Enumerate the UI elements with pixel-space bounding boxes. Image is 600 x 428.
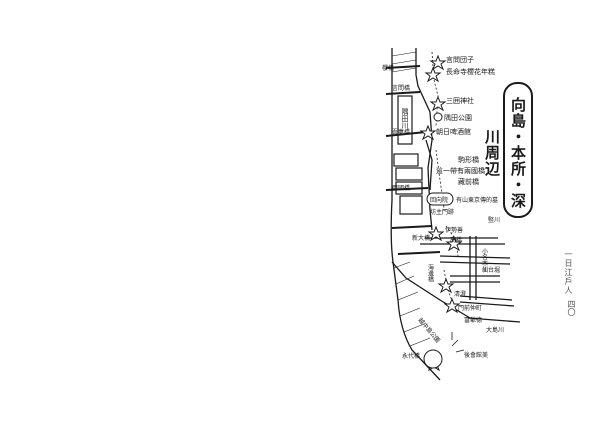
label-ekoin: 回向院 [430,196,448,204]
star-icon [419,124,437,141]
label-mimeguri: 三囲神社 [446,96,474,105]
label-chomeiji: 長命寺櫻花年糕 [446,67,495,76]
map-title: 向島・本所・深川周辺 [483,97,527,209]
page-number: 四〇 [567,300,576,316]
label-sumida-river: 隅田川 [401,107,409,129]
label-yamakyo: 有山東京傳的墓 [456,196,498,204]
map-title-box: 向島・本所・深川周辺 [483,82,533,218]
star-icon [427,225,445,242]
label-azuma-bridge: 吾妻橋 [392,128,410,136]
roads [420,139,521,323]
label-tategawa: 竪川 [488,217,500,224]
label-eitai-bridge: 永代橋 [402,352,420,360]
label-kototoi-bridge: 言問橋 [392,84,410,92]
star-icon [443,297,461,314]
label-kanagawa: 清澄 [454,290,466,298]
label-tomioka2: 富爺德 [464,316,482,324]
sight-markers [419,54,463,372]
bridges [385,65,441,255]
label-ryogoku-bridge: 兩國橋 [392,184,410,192]
label-monzen: 門前仲町 [458,304,482,312]
label-okawa: 大島川 [486,326,504,334]
label-shinohashi-bridge: 新大橋 [412,234,430,242]
label-chuo-park: 越中島公園 [416,316,441,344]
label-sumida-park: 隅田公園 [444,113,472,122]
sunburst [451,332,465,353]
label-kototoi-dango: 言問団子 [446,55,474,64]
label-sendai: 仙台堀 [482,266,500,274]
label-takahashi-bridge: 高橋 [450,236,462,244]
star-icon [429,54,447,71]
label-onagi: 小名木川 [481,247,488,272]
star-icon [429,95,447,112]
star-icon [424,66,442,83]
walking-routes [431,51,459,307]
city-blocks [393,95,423,215]
star-icon [445,235,463,252]
park-markers [423,112,443,369]
label-iseya: 伊勢善 [445,226,463,234]
running-head: 一日江戶人 [564,250,573,295]
label-ryogoku-2: 這一帶有兩國橋 [436,166,485,175]
label-asahi: 朝日啤酒館 [436,127,471,136]
star-icon [437,277,455,294]
label-sakura-bridge: 櫻橋 [382,64,394,72]
ekoin-callout [426,192,454,206]
label-ryogoku-1: 駒形橋 [458,155,479,164]
label-tsunamori: 坊主門跡 [430,208,454,216]
label-kiba: 後會館美 [464,351,488,359]
river-hatching [391,51,431,347]
label-ryogoku-3: 藏前橋 [458,177,479,186]
label-umibe-bridge: 海邊橋 [427,263,434,283]
